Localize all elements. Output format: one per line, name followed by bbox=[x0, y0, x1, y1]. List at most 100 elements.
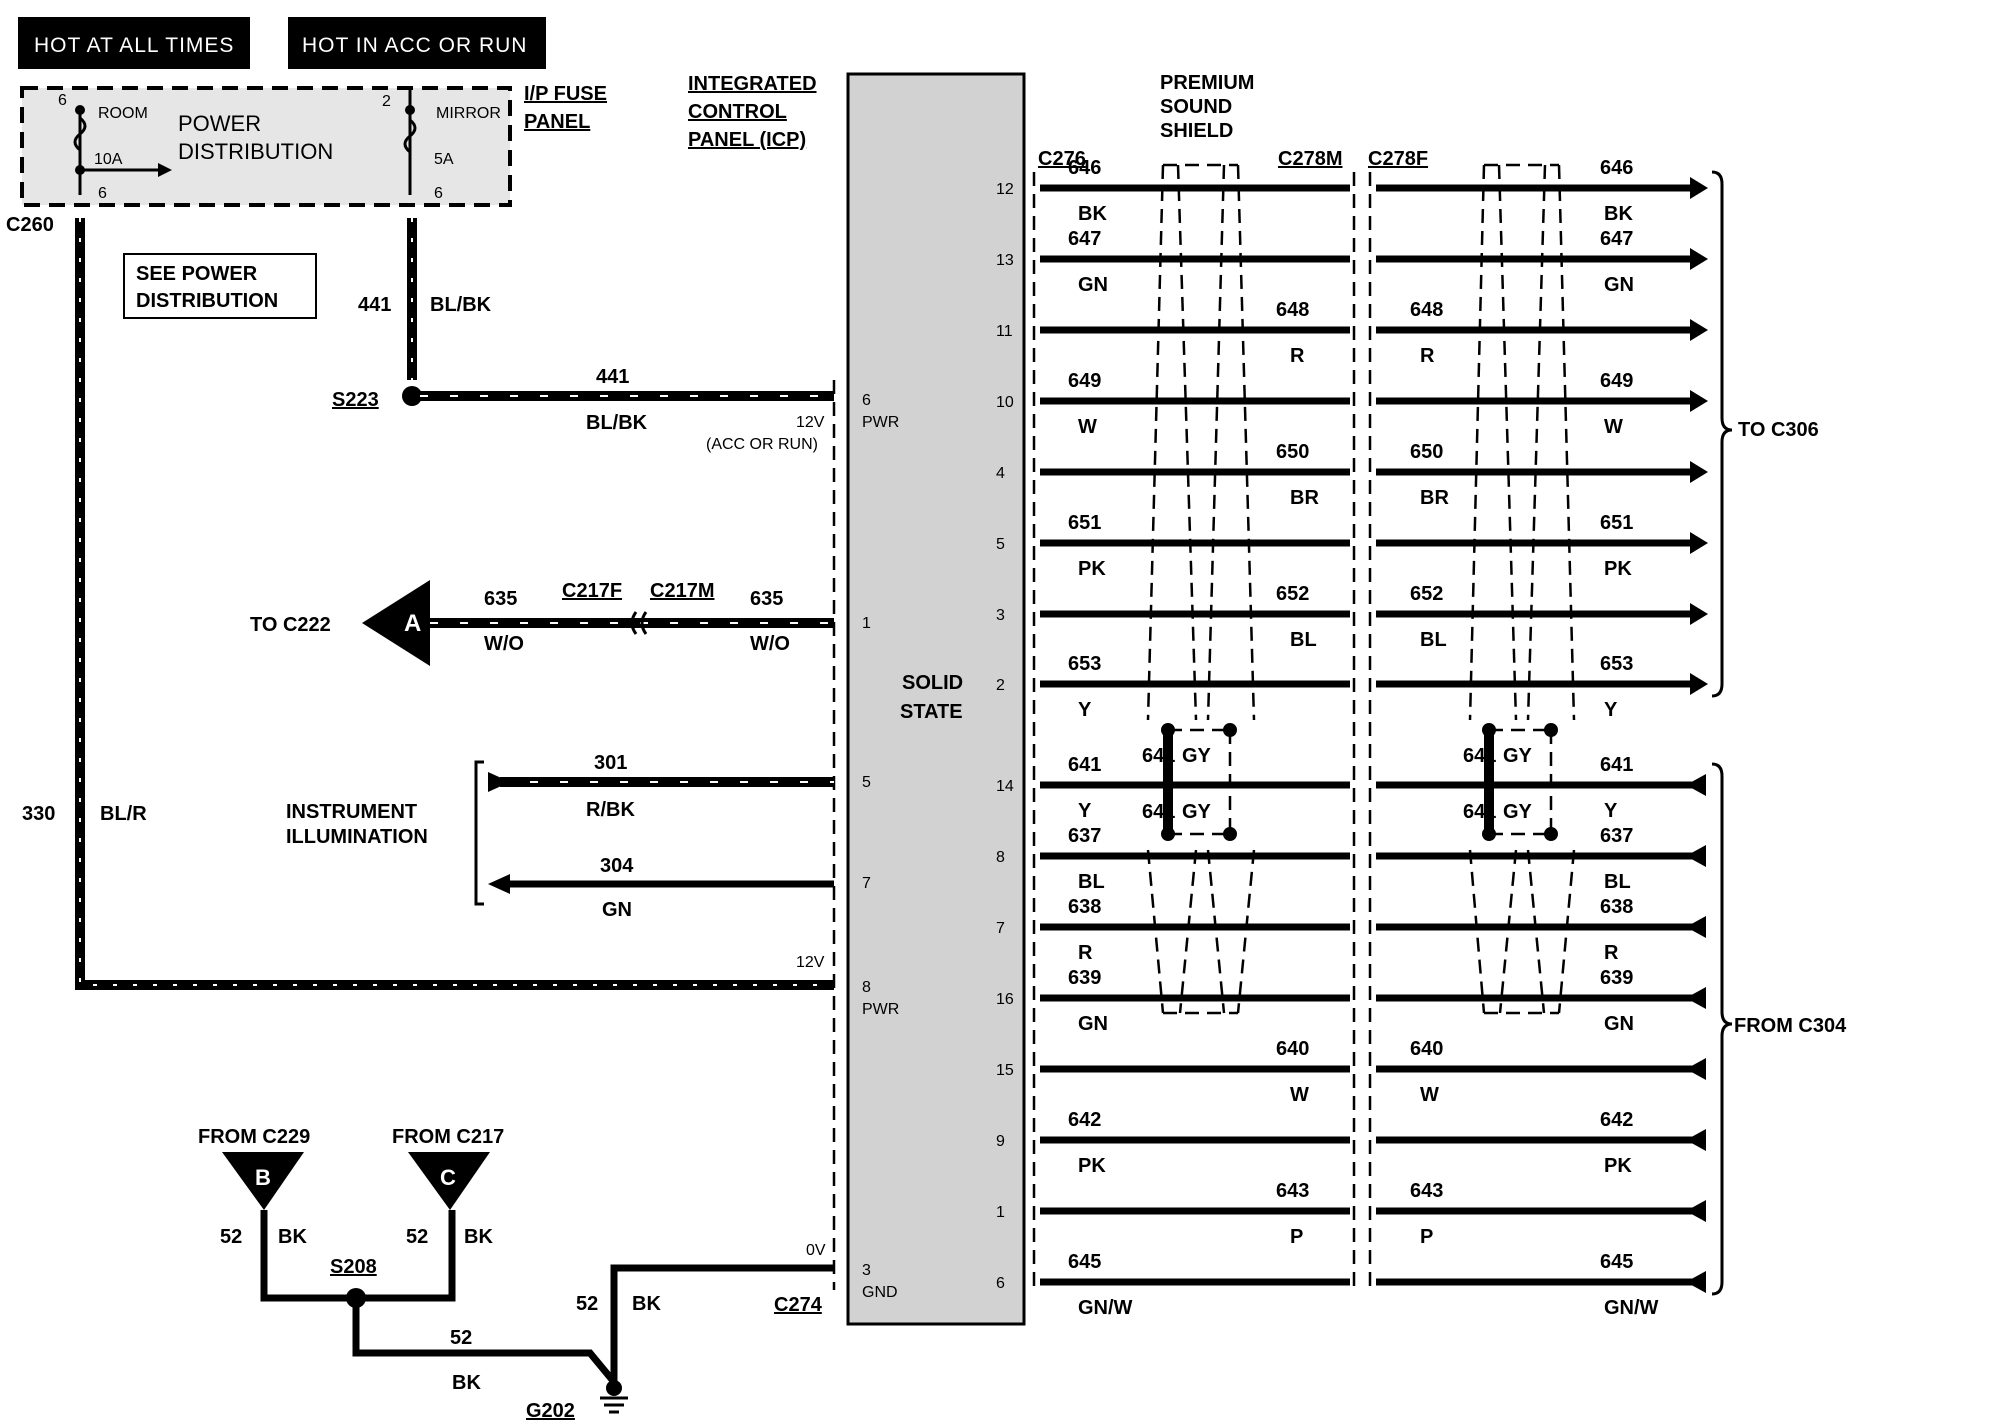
icp-pin-8-label: 8 bbox=[996, 849, 1005, 866]
speaker-wire-646-number-left: 646 bbox=[1068, 157, 1101, 179]
wire-330-color: BL/R bbox=[100, 803, 147, 825]
wire-52-number-icp: 52 bbox=[576, 1293, 598, 1315]
fuse-panel: I/P FUSE PANEL POWER DISTRIBUTION 6 ROOM… bbox=[20, 83, 607, 207]
shield-drain-right-node-2 bbox=[1482, 827, 1496, 841]
icp-pin-16-label: 16 bbox=[996, 991, 1014, 1008]
speaker-wire-652-arrow bbox=[1690, 603, 1708, 625]
speaker-wire-638-number-right: 638 bbox=[1600, 896, 1633, 918]
shield-drain-left-color-top: GY bbox=[1182, 745, 1212, 767]
speaker-wire-651-number-right: 651 bbox=[1600, 512, 1633, 534]
icp-pin-4-label: 4 bbox=[996, 465, 1005, 482]
g202-label: G202 bbox=[526, 1400, 575, 1422]
from-c304-bracket bbox=[1711, 762, 1733, 1296]
speaker-wire-653-number-left: 653 bbox=[1068, 653, 1101, 675]
from-c217-label: FROM C217 bbox=[392, 1126, 504, 1148]
mirror-fuse: 2 MIRROR 5A 6 bbox=[382, 90, 501, 202]
speaker-wire-653-arrow bbox=[1690, 673, 1708, 695]
c217f-label: C217F bbox=[562, 580, 622, 602]
hot-at-all-times-label: HOT AT ALL TIMES bbox=[34, 34, 234, 57]
speaker-wire-640-number-right: 640 bbox=[1410, 1038, 1443, 1060]
shield-drain-left-color-bottom: GY bbox=[1182, 801, 1212, 823]
speaker-wire-653-color-right: Y bbox=[1604, 699, 1618, 721]
mirror-fuse-name: MIRROR bbox=[436, 105, 501, 122]
speaker-wire-640-arrow bbox=[1686, 1058, 1706, 1080]
icp-pin-6-label: 6 bbox=[996, 1275, 1005, 1292]
speaker-wire-639-number-right: 639 bbox=[1600, 967, 1633, 989]
speaker-wire-651-color-right: PK bbox=[1604, 558, 1632, 580]
speaker-wire-647-color-left: GN bbox=[1078, 274, 1108, 296]
speaker-wire-646-color-left: BK bbox=[1078, 203, 1107, 225]
speaker-wire-639-color-left: GN bbox=[1078, 1013, 1108, 1035]
speaker-wire-641-color-right: Y bbox=[1604, 800, 1618, 822]
see-power-label: SEE POWER bbox=[136, 263, 258, 285]
connector-c-label: C bbox=[440, 1165, 456, 1190]
speaker-wire-650-number-right: 650 bbox=[1410, 441, 1443, 463]
pin-gnd-label: GND bbox=[862, 1284, 898, 1301]
connector-b-label: B bbox=[255, 1165, 271, 1190]
icp-title-2: CONTROL bbox=[688, 101, 787, 123]
speaker-wire-638-color-left: R bbox=[1078, 942, 1093, 964]
speaker-wire-643-number-left: 643 bbox=[1276, 1180, 1309, 1202]
fuse-panel-title: I/P FUSE bbox=[524, 83, 607, 105]
wire-52-color-icp: BK bbox=[632, 1293, 661, 1315]
wire-301-number: 301 bbox=[594, 752, 627, 774]
wire-52-number-c: 52 bbox=[406, 1226, 428, 1248]
c217-connector bbox=[630, 611, 648, 635]
speaker-wire-648-arrow bbox=[1690, 319, 1708, 341]
speaker-wire-651-arrow bbox=[1690, 532, 1708, 554]
speaker-wire-637-color-right: BL bbox=[1604, 871, 1631, 893]
speaker-wire-646-arrow bbox=[1690, 177, 1708, 199]
shield-drain-left-node-0 bbox=[1161, 723, 1175, 737]
speaker-wire-641-arrow bbox=[1686, 774, 1706, 796]
wire-304-arrow bbox=[488, 874, 510, 894]
icp-pin-14-label: 14 bbox=[996, 778, 1014, 795]
pin-12v-label: 12V bbox=[796, 414, 825, 431]
mirror-fuse-rating: 5A bbox=[434, 151, 454, 168]
acc-or-run-label: (ACC OR RUN) bbox=[706, 436, 818, 453]
speaker-wire-650-color-left: BR bbox=[1290, 487, 1319, 509]
speaker-wire-642-color-left: PK bbox=[1078, 1155, 1106, 1177]
shield-right-lower bbox=[1468, 849, 1576, 1015]
from-c304-label: FROM C304 bbox=[1734, 1015, 1847, 1037]
power-distribution-label-2: DISTRIBUTION bbox=[178, 139, 333, 164]
speaker-wire-652-color-right: BL bbox=[1420, 629, 1447, 651]
pin-pwr-label-2: PWR bbox=[862, 1001, 899, 1018]
speaker-wire-637-number-left: 637 bbox=[1068, 825, 1101, 847]
speaker-wire-637-number-right: 637 bbox=[1600, 825, 1633, 847]
speaker-wire-649-number-left: 649 bbox=[1068, 370, 1101, 392]
icp-pin-2-label: 2 bbox=[996, 677, 1005, 694]
speaker-wire-651-color-left: PK bbox=[1078, 558, 1106, 580]
icp-title-3: PANEL (ICP) bbox=[688, 129, 806, 151]
to-c222-label: TO C222 bbox=[250, 614, 331, 636]
speaker-wire-640-color-right: W bbox=[1420, 1084, 1439, 1106]
wire-301-color: R/BK bbox=[586, 799, 635, 821]
shield-title-3: SHIELD bbox=[1160, 120, 1233, 142]
speaker-wire-649-color-left: W bbox=[1078, 416, 1097, 438]
wire-52-number-lower: 52 bbox=[450, 1327, 472, 1349]
wire-635-color-left: W/O bbox=[484, 633, 524, 655]
shield-right-upper bbox=[1468, 163, 1576, 721]
wire-330-number: 330 bbox=[22, 803, 55, 825]
room-fuse-name: ROOM bbox=[98, 105, 148, 122]
speaker-wire-639-color-right: GN bbox=[1604, 1013, 1634, 1035]
wire-304-number: 304 bbox=[600, 855, 634, 877]
s208-label: S208 bbox=[330, 1256, 377, 1278]
speaker-wire-643-arrow bbox=[1686, 1200, 1706, 1222]
shield-drain-left-node-2 bbox=[1161, 827, 1175, 841]
shield-left-upper bbox=[1146, 163, 1256, 721]
shield-drain-left-number-bottom: 641 bbox=[1142, 801, 1175, 823]
ground-circuit: FROM C229 B FROM C217 C 52 BK 52 BK S208… bbox=[198, 1126, 834, 1422]
speaker-wire-650-color-right: BR bbox=[1420, 487, 1449, 509]
icp-title: INTEGRATED bbox=[688, 73, 817, 95]
room-fuse-rating: 10A bbox=[94, 151, 123, 168]
speaker-wire-650-arrow bbox=[1690, 461, 1708, 483]
speaker-wire-639-arrow bbox=[1686, 987, 1706, 1009]
pin-0v-label: 0V bbox=[806, 1242, 826, 1259]
speaker-wire-649-color-right: W bbox=[1604, 416, 1623, 438]
icp-pin-3-label: 3 bbox=[996, 607, 1005, 624]
speaker-wire-645-arrow bbox=[1686, 1271, 1706, 1293]
speaker-wire-649-arrow bbox=[1690, 390, 1708, 412]
shield-drain-right-node-1 bbox=[1544, 723, 1558, 737]
speaker-wire-642-number-left: 642 bbox=[1068, 1109, 1101, 1131]
icp-pin-1-label: 1 bbox=[996, 1204, 1005, 1221]
